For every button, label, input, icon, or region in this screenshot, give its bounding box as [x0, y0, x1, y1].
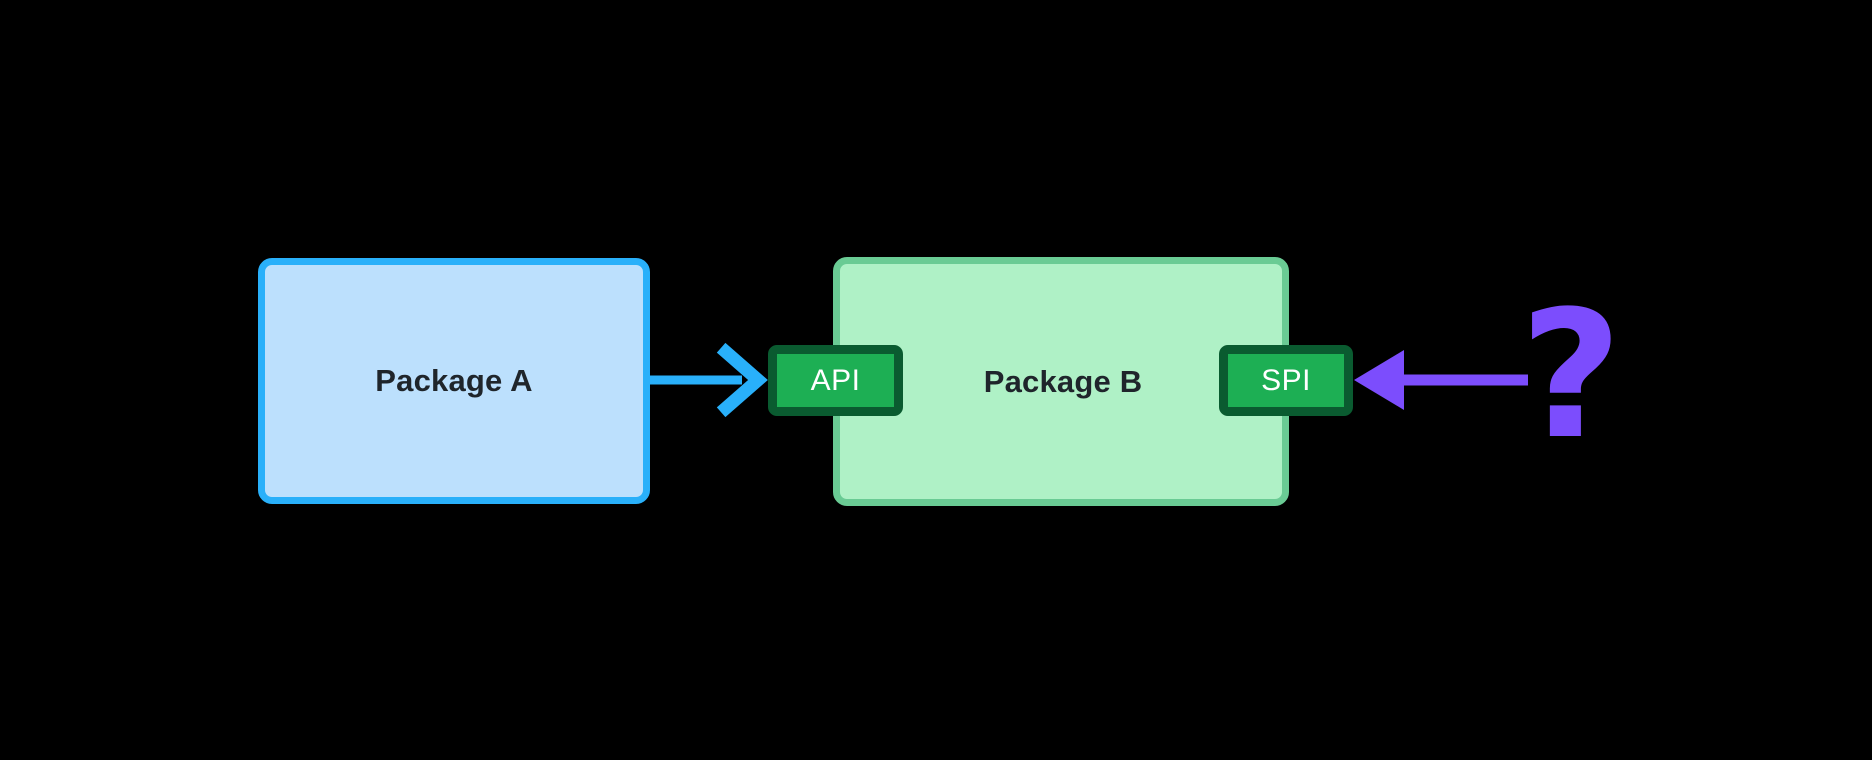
api-interface-node[interactable]: API [768, 345, 903, 416]
package-a-label: Package A [375, 363, 533, 398]
spi-label: SPI [1261, 363, 1311, 397]
arrow-package-a-to-api [650, 342, 768, 418]
question-mark-icon: ? [1519, 273, 1623, 478]
arrow-head-blue-chevron [716, 342, 768, 418]
spi-interface-node[interactable]: SPI [1219, 345, 1353, 416]
api-label: API [810, 363, 861, 397]
arrow-unknown-to-spi [1354, 350, 1528, 410]
arrow-head-purple-triangle [1354, 350, 1404, 410]
package-a-node[interactable]: Package A [258, 258, 650, 504]
package-b-label: Package B [983, 363, 1143, 399]
